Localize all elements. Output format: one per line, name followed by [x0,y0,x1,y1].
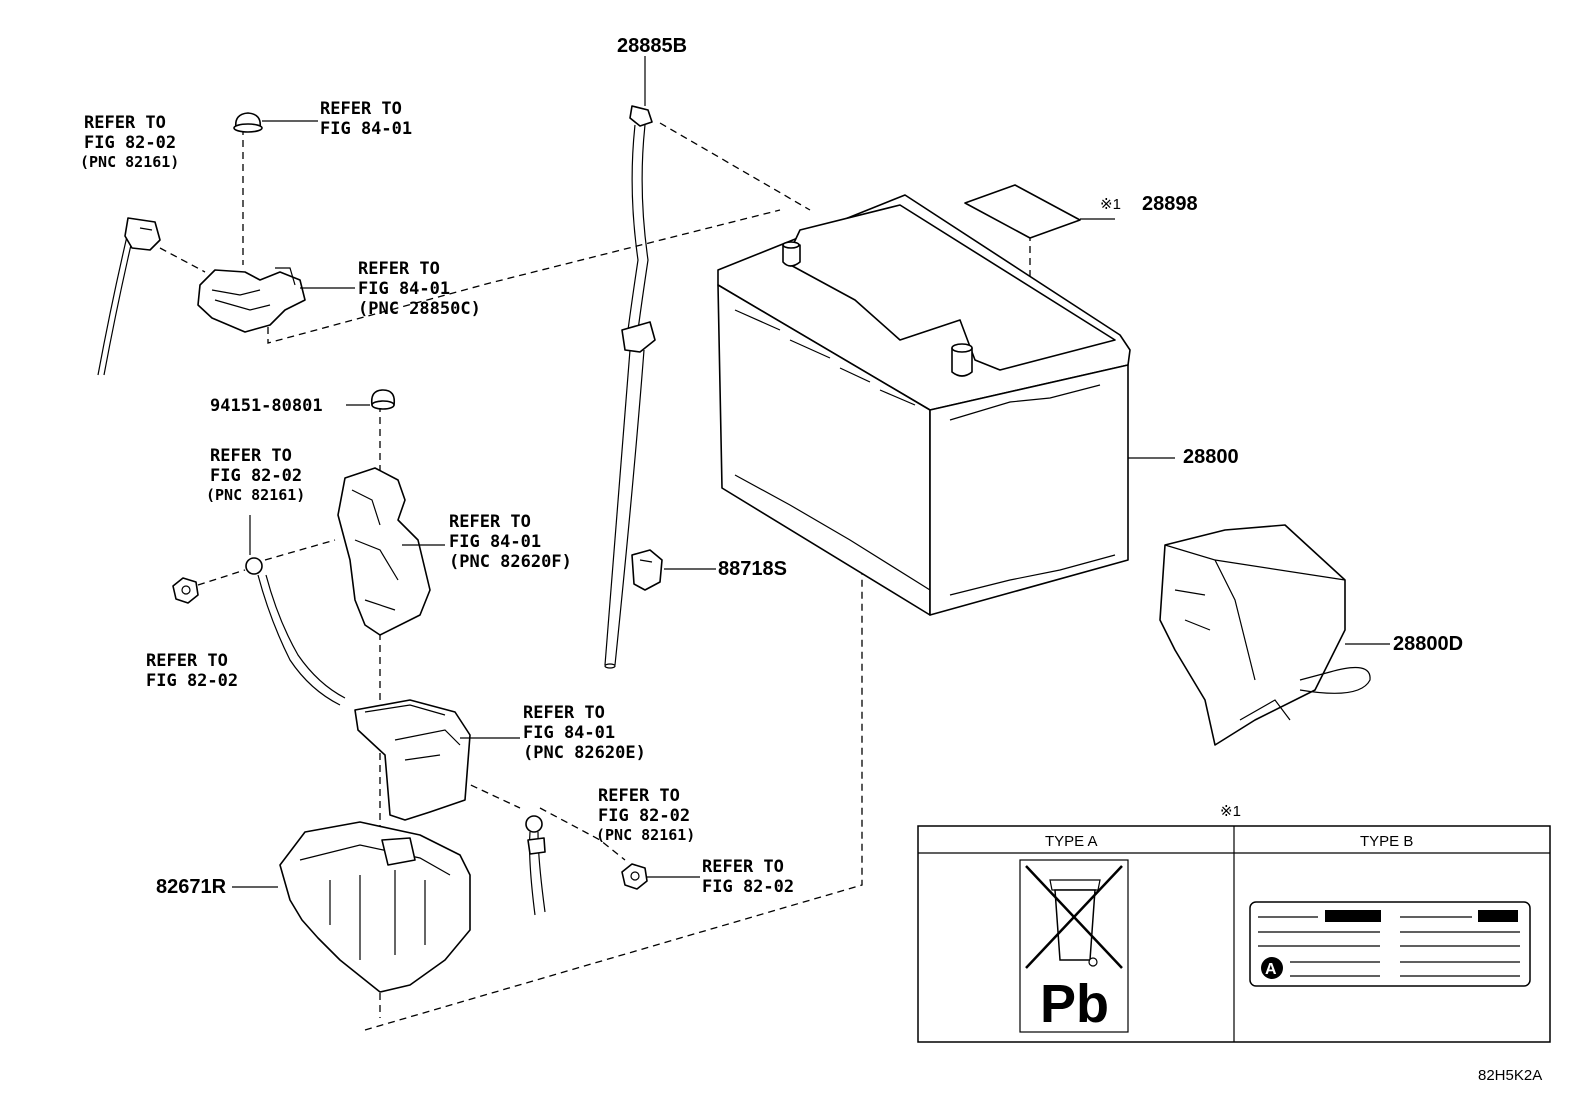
ref-7-line-1: REFER TO [523,703,605,723]
battery-part [717,194,1131,616]
ref-1-line-2: FIG 82-02 [84,133,176,153]
ref-5-line-1: REFER TO [449,512,531,532]
caution-label-plate-part [964,184,1081,239]
warning-circle-letter: A [1265,961,1277,978]
battery-sensor-terminal-part [197,267,306,333]
ref-8-line-2: FIG 82-02 [598,806,690,826]
cable-clamp-part [631,549,663,591]
ref-3-line-3: (PNC 28850C) [358,299,481,319]
reference-labels: REFER TO FIG 82-02 (PNC 82161) REFER TO … [80,99,794,897]
ref-9-line-2: FIG 82-02 [702,877,794,897]
ref-3-line-1: REFER TO [358,259,440,279]
negative-cable-connector-part [97,217,161,376]
vent-tube-part [604,105,656,669]
caution-label-icon: A [1249,901,1531,987]
ref-7-line-2: FIG 84-01 [523,723,615,743]
ref-6-line-2: FIG 82-02 [146,671,238,691]
ref-4-line-1: REFER TO [210,446,292,466]
ref-8-line-3: (PNC 82161) [596,826,695,844]
ref-5-line-3: (PNC 82620F) [449,552,572,572]
ref-2-line-2: FIG 84-01 [320,119,412,139]
pb-symbol: Pb [1040,974,1109,1034]
battery-cover-part [1159,524,1371,746]
part-number-28885b: 28885B [617,35,687,57]
ref-5-line-2: FIG 84-01 [449,532,541,552]
nut-lower-part [621,863,648,890]
table-marker: ※1 [1220,803,1241,820]
part-number-82671r: 82671R [156,876,227,898]
part-number-94151: 94151-80801 [210,396,323,416]
ref-2-line-1: REFER TO [320,99,402,119]
part-number-labels: 28885B 28898 ※1 28800 28800D 88718S 8267… [156,35,1463,898]
ref-4-line-3: (PNC 82161) [206,486,305,504]
ref-3-line-2: FIG 84-01 [358,279,450,299]
part-number-28800d: 28800D [1393,633,1463,655]
figure-code: 82H5K2A [1478,1067,1542,1084]
crossed-bin-icon: Pb [1019,859,1129,1034]
ref-7-line-3: (PNC 82620E) [523,743,646,763]
type-b-header: TYPE B [1360,833,1413,850]
fusible-link-block-part [279,821,471,993]
nut-left-part [172,577,199,604]
nut-94151-part [370,389,396,410]
cable-terminal-lower-part [525,815,546,916]
terminal-cap-part [233,112,263,133]
ref-9-line-1: REFER TO [702,857,784,877]
ref-1-line-1: REFER TO [84,113,166,133]
terminal-cover-upper-part [337,467,431,636]
label-type-table: ※1 TYPE A TYPE B Pb A [917,803,1551,1043]
part-number-28898: 28898 [1142,193,1198,215]
cable-terminal-left-part [245,515,346,706]
ref-6-line-1: REFER TO [146,651,228,671]
part-number-28800: 28800 [1183,446,1239,468]
terminal-cover-lower-part [354,699,471,821]
type-a-header: TYPE A [1045,833,1098,850]
ref-4-line-2: FIG 82-02 [210,466,302,486]
part-number-88718s: 88718S [718,558,787,580]
leader-lines [232,56,1390,888]
ref-1-line-3: (PNC 82161) [80,153,179,171]
part-28898-note-marker: ※1 [1100,196,1121,213]
ref-8-line-1: REFER TO [598,786,680,806]
